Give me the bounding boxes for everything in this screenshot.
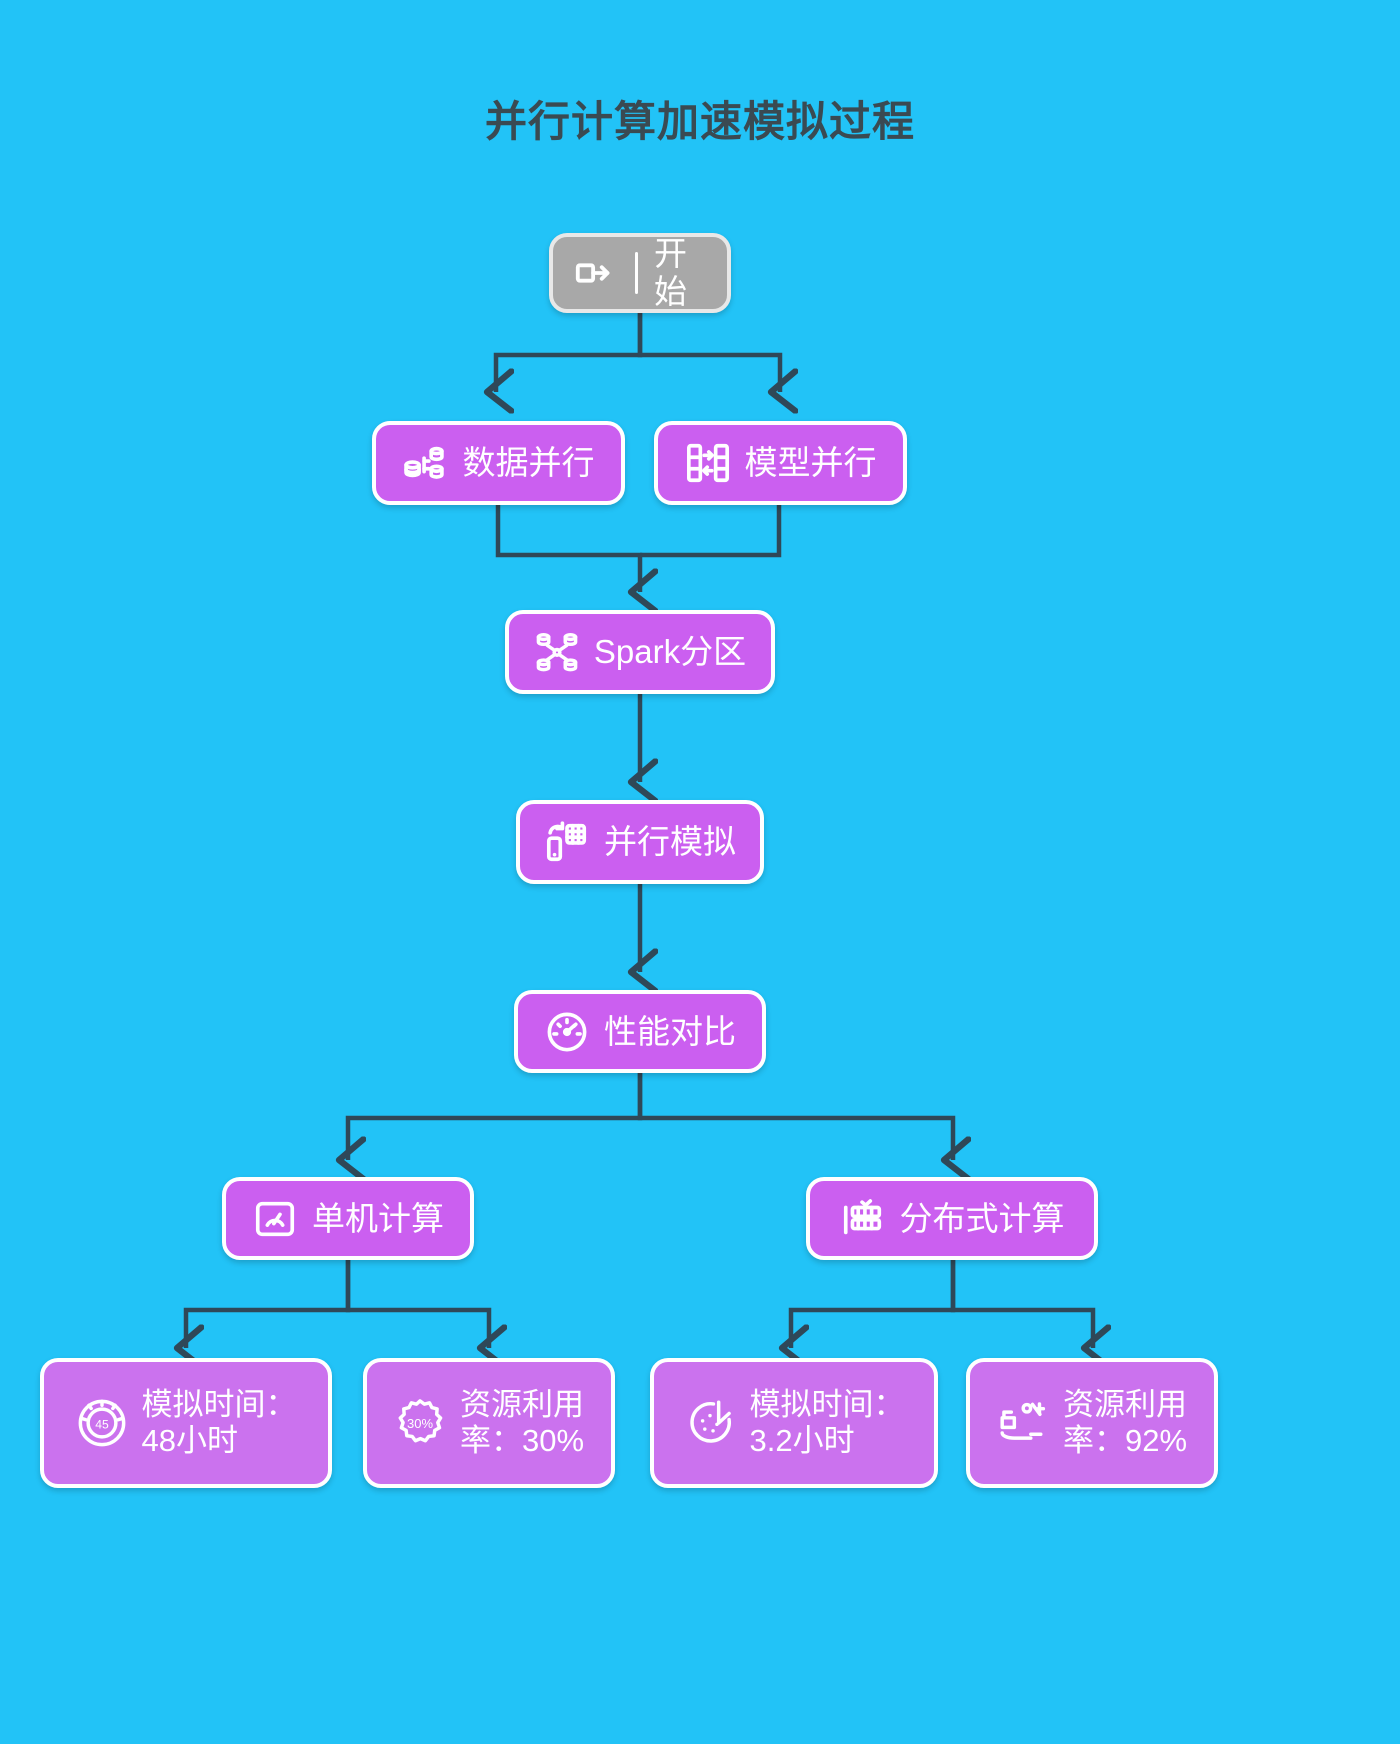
node-data-parallel-label: 数据并行 — [462, 444, 595, 482]
node-spark-partition-label: Spark分区 — [593, 633, 747, 671]
node-dist-util[interactable]: 资源利用 率：92% — [966, 1358, 1218, 1488]
node-parallel-sim-label: 并行模拟 — [604, 823, 736, 861]
device-speed-icon — [252, 1196, 298, 1242]
node-distributed[interactable]: 分布式计算 — [806, 1177, 1098, 1260]
node-perf-compare[interactable]: 性能对比 — [514, 990, 766, 1073]
timer-45-icon: 45 — [76, 1397, 128, 1449]
node-single-machine-label: 单机计算 — [312, 1199, 444, 1237]
node-dist-time-label: 模拟时间： 3.2小时 — [749, 1387, 905, 1458]
device-refresh-icon — [544, 819, 590, 865]
node-parallel-sim[interactable]: 并行模拟 — [516, 800, 764, 884]
node-single-util[interactable]: 30% 资源利用 率：30% — [363, 1358, 615, 1488]
node-model-parallel-label: 模型并行 — [744, 444, 877, 482]
cluster-network-icon — [534, 629, 580, 675]
node-dist-util-label: 资源利用 率：92% — [1062, 1387, 1188, 1458]
node-data-parallel[interactable]: 数据并行 — [372, 421, 625, 505]
node-dist-time[interactable]: 模拟时间： 3.2小时 — [650, 1358, 938, 1488]
node-single-machine[interactable]: 单机计算 — [222, 1177, 474, 1260]
node-start[interactable]: 开始 — [549, 233, 731, 313]
database-split-icon — [403, 440, 449, 486]
node-perf-compare-label: 性能对比 — [604, 1012, 736, 1050]
server-transfer-icon — [685, 440, 731, 486]
badge-30-percent-icon: 30% — [394, 1397, 446, 1449]
node-single-time[interactable]: 45 模拟时间： 48小时 — [40, 1358, 332, 1488]
node-single-util-label: 资源利用 率：30% — [459, 1387, 585, 1458]
node-spark-partition[interactable]: Spark分区 — [505, 610, 775, 694]
svg-text:30%: 30% — [407, 1416, 433, 1431]
svg-text:45: 45 — [95, 1417, 109, 1431]
log-in-icon — [573, 250, 619, 296]
node-model-parallel[interactable]: 模型并行 — [654, 421, 907, 505]
node-single-time-label: 模拟时间： 48小时 — [141, 1387, 297, 1458]
node-distributed-label: 分布式计算 — [899, 1199, 1065, 1237]
page-title: 并行计算加速模拟过程 — [484, 98, 915, 145]
timer-slice-icon — [684, 1397, 736, 1449]
start-divider — [635, 252, 638, 294]
node-start-label: 开始 — [654, 235, 687, 310]
server-stack-icon — [840, 1196, 886, 1242]
gauge-percent-icon — [997, 1397, 1049, 1449]
gauge-icon — [544, 1009, 590, 1055]
